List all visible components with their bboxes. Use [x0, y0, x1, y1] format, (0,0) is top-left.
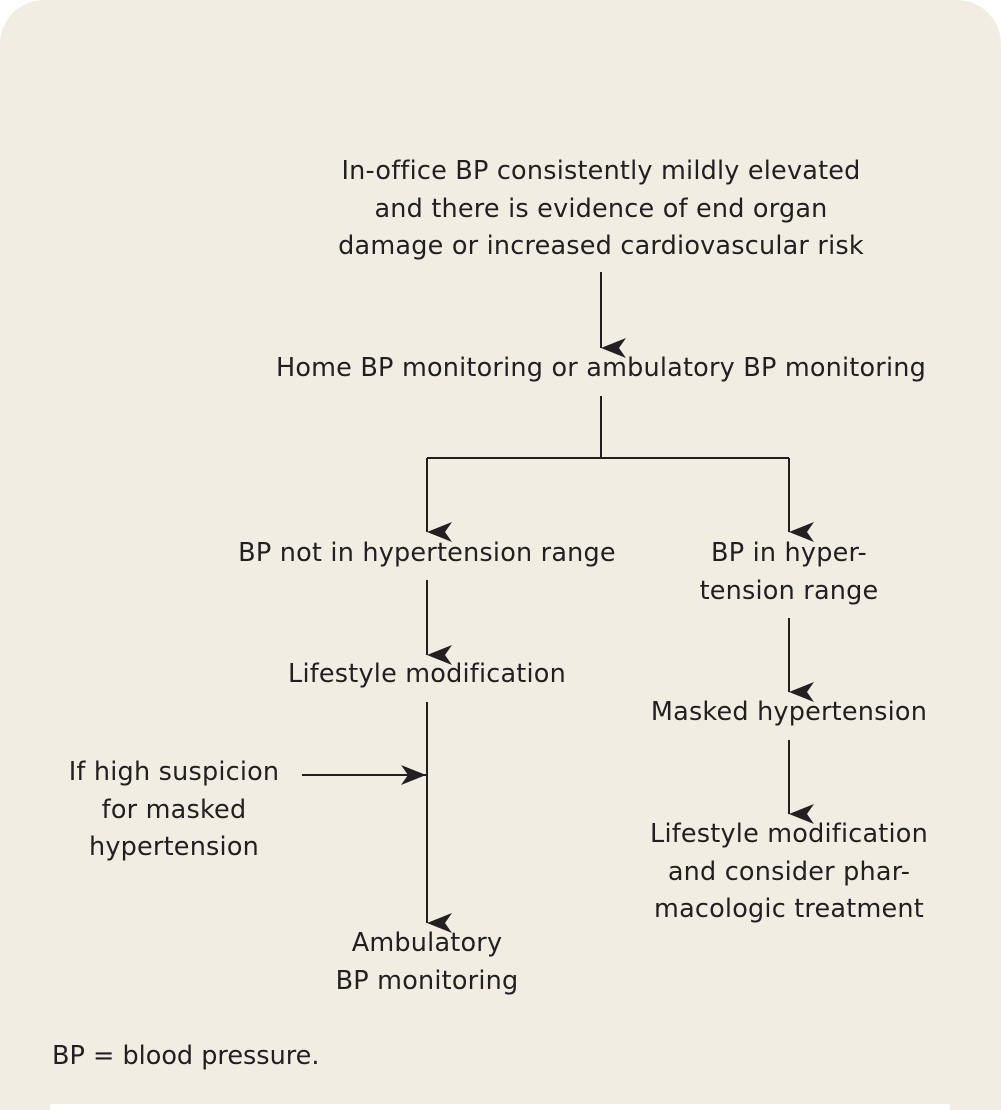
- node-ambulatory-monitoring: Ambulatory BP monitoring: [335, 928, 519, 996]
- node-masked-hypertension: Masked hypertension: [650, 697, 928, 727]
- node-pharmacologic-treatment: Lifestyle modification and consider phar…: [650, 819, 928, 924]
- node-bp-in-range: BP in hyper- tension range: [699, 538, 879, 606]
- node-start: In-office BP consistently mildly elevate…: [338, 156, 864, 261]
- node-high-suspicion: If high suspicion for masked hypertensio…: [68, 757, 280, 862]
- node-bp-not-in-range: BP not in hypertension range: [238, 538, 616, 568]
- node-monitoring: Home BP monitoring or ambulatory BP moni…: [275, 353, 927, 383]
- node-lifestyle-modification: Lifestyle modification: [288, 659, 566, 689]
- bottom-divider: [50, 1104, 950, 1110]
- footnote: BP = blood pressure.: [52, 1041, 320, 1071]
